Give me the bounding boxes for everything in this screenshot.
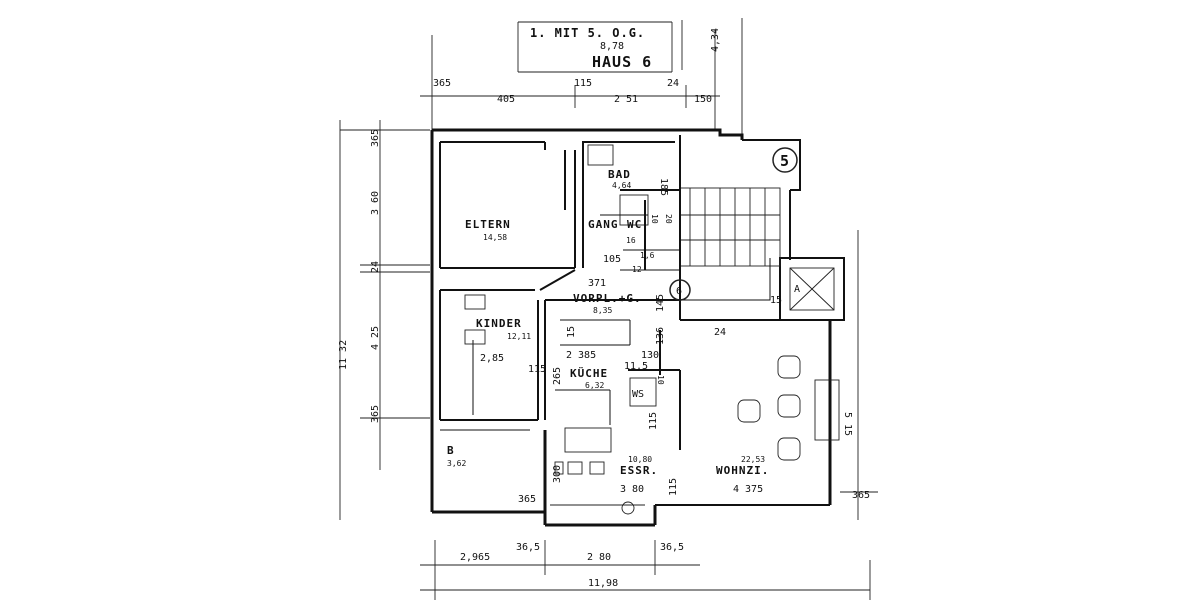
room-ws: WS bbox=[632, 389, 644, 400]
top-dim-150: 150 bbox=[694, 94, 712, 105]
walls bbox=[430, 128, 845, 527]
dim-v10b: 10 bbox=[656, 375, 665, 385]
room-essr-area: 10,80 bbox=[628, 455, 652, 464]
room-b: B bbox=[447, 444, 455, 457]
dim-v10: 10 bbox=[650, 214, 659, 224]
room-eltern: ELTERN bbox=[465, 218, 511, 231]
room-gang: GANG bbox=[588, 218, 619, 231]
room-bad: BAD bbox=[608, 168, 631, 181]
dim-130: 130 bbox=[641, 350, 659, 361]
left-dim-425: 4 25 bbox=[370, 326, 381, 350]
dim-24: 24 bbox=[714, 327, 726, 338]
left-dim-365: 365 bbox=[370, 129, 381, 147]
top-dim-24: 24 bbox=[667, 78, 679, 89]
room-vorpl: VORPL.+G. bbox=[573, 292, 642, 305]
room-kueche: KÜCHE bbox=[570, 366, 608, 380]
room-kinder: KINDER bbox=[476, 317, 522, 330]
dim-105: 105 bbox=[603, 254, 621, 265]
top-dim-365: 365 bbox=[433, 78, 451, 89]
marker-elevator: A bbox=[794, 284, 800, 295]
room-wohnzi-area: 22,53 bbox=[741, 455, 765, 464]
dim-380: 3 80 bbox=[620, 484, 644, 495]
dim-365-terrace: 365 bbox=[518, 494, 536, 505]
dim-11-5: 11,5 bbox=[624, 361, 648, 372]
dim-145: 145 bbox=[655, 294, 666, 312]
left-dim-total: 11 32 bbox=[338, 340, 349, 370]
marker-stair-mid: 6 bbox=[676, 286, 682, 297]
room-eltern-area: 14,58 bbox=[483, 233, 507, 242]
left-dim-24: 24 bbox=[370, 261, 381, 273]
dim-136: 136 bbox=[655, 327, 666, 345]
dim-bad-185: 185 bbox=[658, 178, 669, 196]
room-essr: ESSR. bbox=[620, 464, 658, 477]
dim-371: 371 bbox=[588, 278, 606, 289]
left-dim-365b: 365 bbox=[370, 405, 381, 423]
house-label: HAUS 6 bbox=[592, 53, 652, 71]
top-dim-405: 405 bbox=[497, 94, 515, 105]
dim-v16b: 1,6 bbox=[640, 251, 655, 260]
bottom-dim-total: 11,98 bbox=[588, 578, 618, 589]
header-box bbox=[517, 21, 673, 73]
dim-265: 265 bbox=[552, 367, 563, 385]
bottom-dim-2965: 2,965 bbox=[460, 552, 490, 563]
room-wohnzi: WOHNZI. bbox=[716, 464, 769, 477]
top-dim-251: 2 51 bbox=[614, 94, 638, 105]
room-kinder-area: 12,11 bbox=[507, 332, 531, 341]
plan-title: 1. MIT 5. O.G. bbox=[530, 26, 645, 40]
dim-15: 15 bbox=[566, 326, 577, 338]
dim-15-elevator: 15 bbox=[770, 295, 782, 306]
dim-365-right: 365 bbox=[852, 490, 870, 501]
marker-stair-top: 5 bbox=[780, 152, 790, 170]
dim-285: 2,85 bbox=[480, 353, 504, 364]
bottom-dim-365b: 36,5 bbox=[660, 542, 684, 553]
bottom-dim-280: 2 80 bbox=[587, 552, 611, 563]
bottom-dim-365a: 36,5 bbox=[516, 542, 540, 553]
room-bad-area: 4,64 bbox=[612, 181, 631, 190]
dim-v12: 12 bbox=[632, 265, 642, 274]
dim-115c: 115 bbox=[648, 412, 659, 430]
dim-515: 5 15 bbox=[842, 412, 853, 436]
title-dim: 8,78 bbox=[600, 41, 624, 52]
dim-4375: 4 375 bbox=[733, 484, 763, 495]
dim-115d: 115 bbox=[668, 478, 679, 496]
dim-v16: 16 bbox=[626, 236, 636, 245]
room-kueche-area: 6,32 bbox=[585, 381, 604, 390]
side-dim: 4,34 bbox=[710, 28, 721, 52]
room-vorpl-area: 8,35 bbox=[593, 306, 612, 315]
dim-v20: 20 bbox=[664, 214, 673, 224]
room-b-area: 3,62 bbox=[447, 459, 466, 468]
dimension-lines bbox=[339, 18, 878, 600]
dim-115: 115 bbox=[528, 364, 546, 375]
dim-2385: 2 385 bbox=[566, 350, 596, 361]
dim-300: 300 bbox=[552, 465, 563, 483]
left-dim-360: 3 60 bbox=[370, 191, 381, 215]
room-wc: WC bbox=[627, 218, 642, 231]
top-dim-115: 115 bbox=[574, 78, 592, 89]
